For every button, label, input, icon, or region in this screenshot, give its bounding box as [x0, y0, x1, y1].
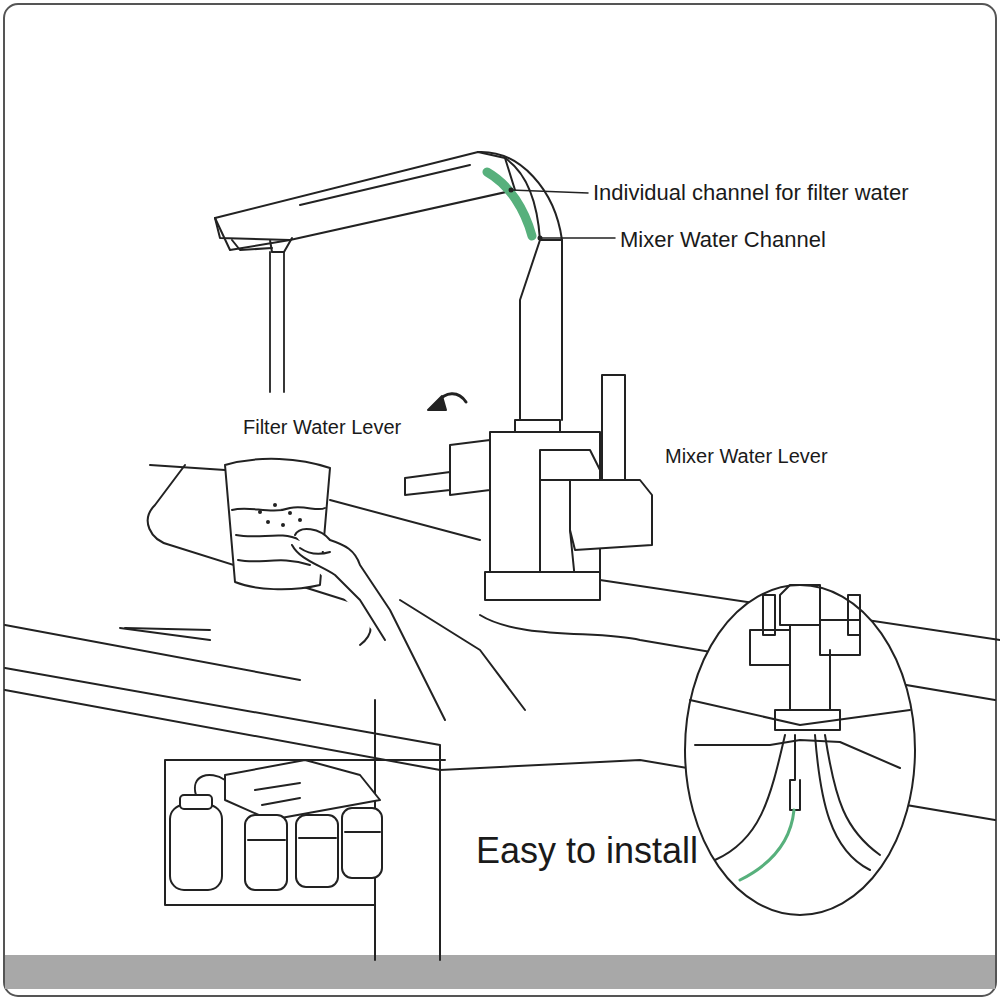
callout-label: Mixer Water Channel — [620, 227, 826, 252]
callout-label: Individual channel for filter water — [593, 180, 909, 205]
callout-label: Filter Water Lever — [243, 416, 401, 439]
slogan-text: Easy to install — [476, 830, 698, 871]
callout-label: Mixer Water Lever — [665, 445, 828, 468]
